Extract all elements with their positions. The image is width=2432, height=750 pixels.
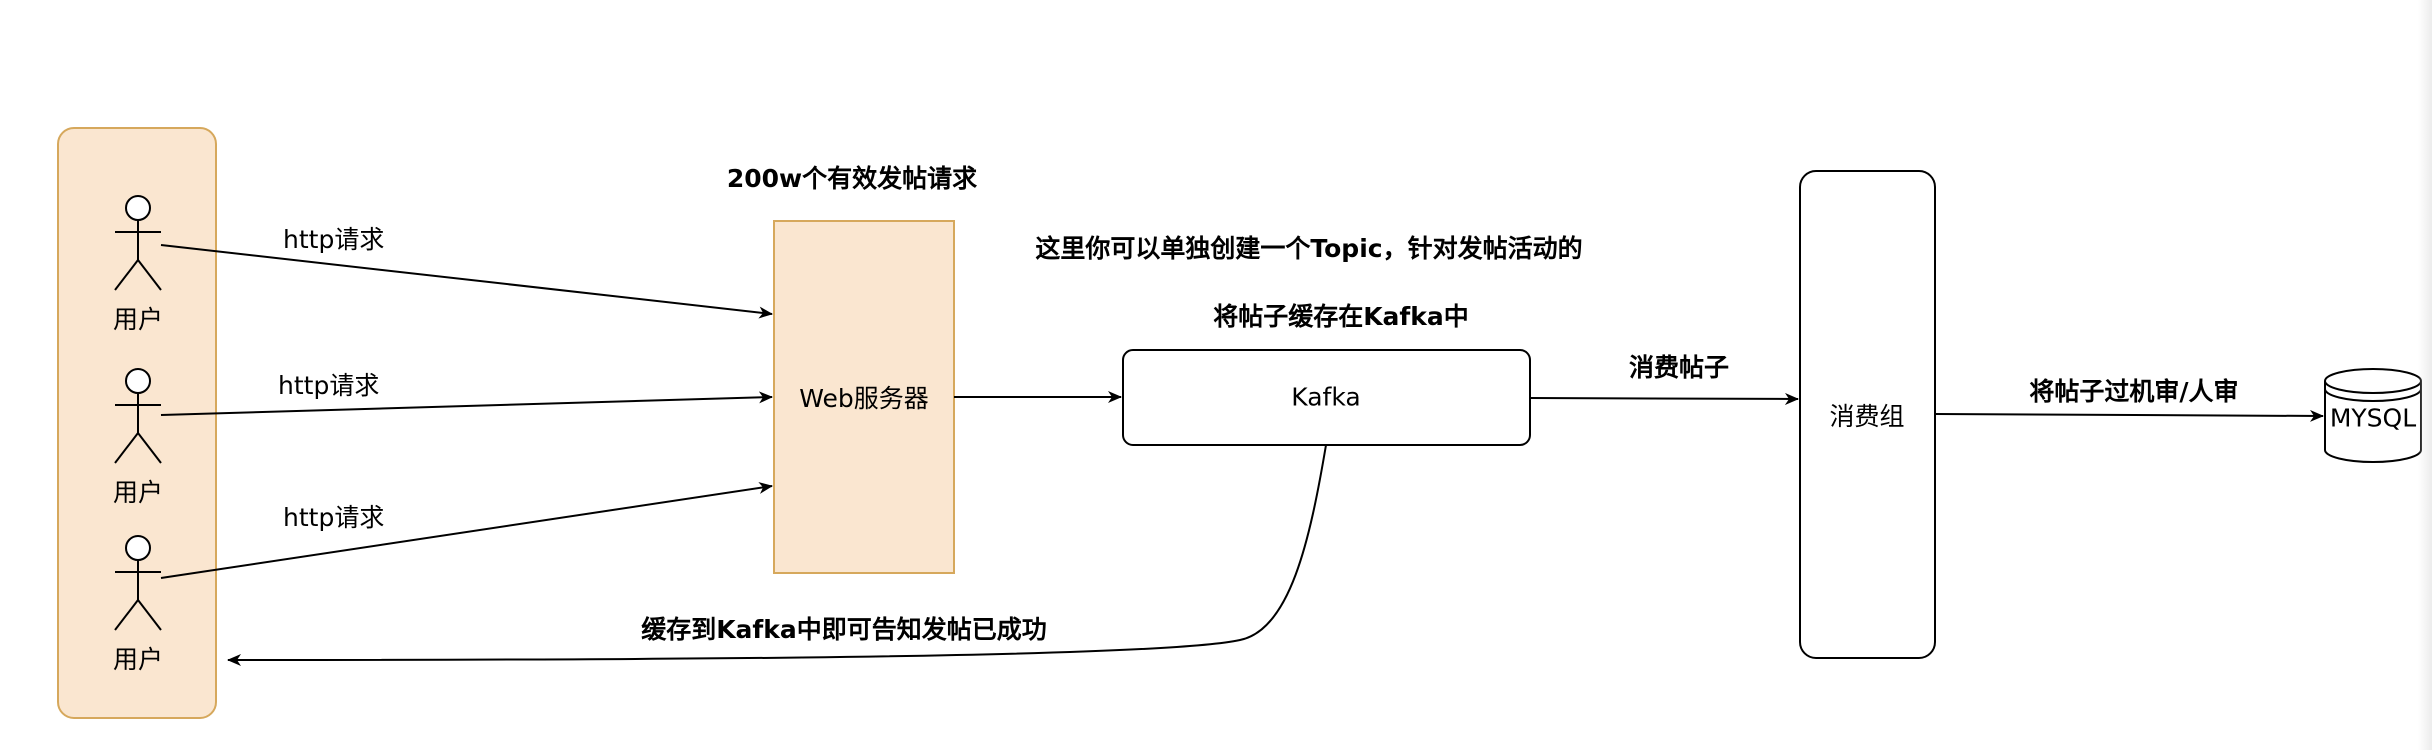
user-figure-3 xyxy=(114,535,162,631)
review-label: 将帖子过机审/人审 xyxy=(2029,377,2239,406)
web-server-label: Web服务器 xyxy=(799,384,929,413)
user-figure-2 xyxy=(114,368,162,464)
request-count-label: 200w个有效发帖请求 xyxy=(726,164,978,193)
consume-posts-label: 消费帖子 xyxy=(1628,353,1730,382)
user-label-1: 用户 xyxy=(112,305,164,334)
arrow-user3-to-web xyxy=(160,482,773,579)
user-label-3: 用户 xyxy=(112,645,164,674)
http-request-label-2: http请求 xyxy=(278,371,380,400)
arrow-kafka-to-users xyxy=(227,444,1327,666)
mysql-label: MYSQL xyxy=(2329,403,2417,433)
user-figure-1 xyxy=(114,195,162,291)
arrow-user1-to-web xyxy=(160,244,773,319)
user-label-2: 用户 xyxy=(112,478,164,507)
window-edge-shadow xyxy=(2418,0,2432,750)
kafka-box xyxy=(1122,349,1531,446)
http-request-label-3: http请求 xyxy=(283,503,385,532)
consumer-group-label: 消费组 xyxy=(1829,402,1905,431)
topic-note-line-2: 将帖子缓存在Kafka中 xyxy=(1213,302,1469,331)
arrow-consumer-to-mysql xyxy=(1934,409,2324,422)
return-success-label: 缓存到Kafka中即可告知发帖已成功 xyxy=(641,615,1047,644)
arrow-user2-to-web xyxy=(160,391,773,416)
arrow-kafka-to-consumer xyxy=(1529,392,1799,405)
http-request-label-1: http请求 xyxy=(283,225,385,254)
kafka-label: Kafka xyxy=(1291,382,1361,412)
mysql-cylinder xyxy=(2324,368,2422,463)
web-server-box xyxy=(773,220,955,574)
topic-note-line-1: 这里你可以单独创建一个Topic，针对发帖活动的 xyxy=(1035,234,1583,263)
